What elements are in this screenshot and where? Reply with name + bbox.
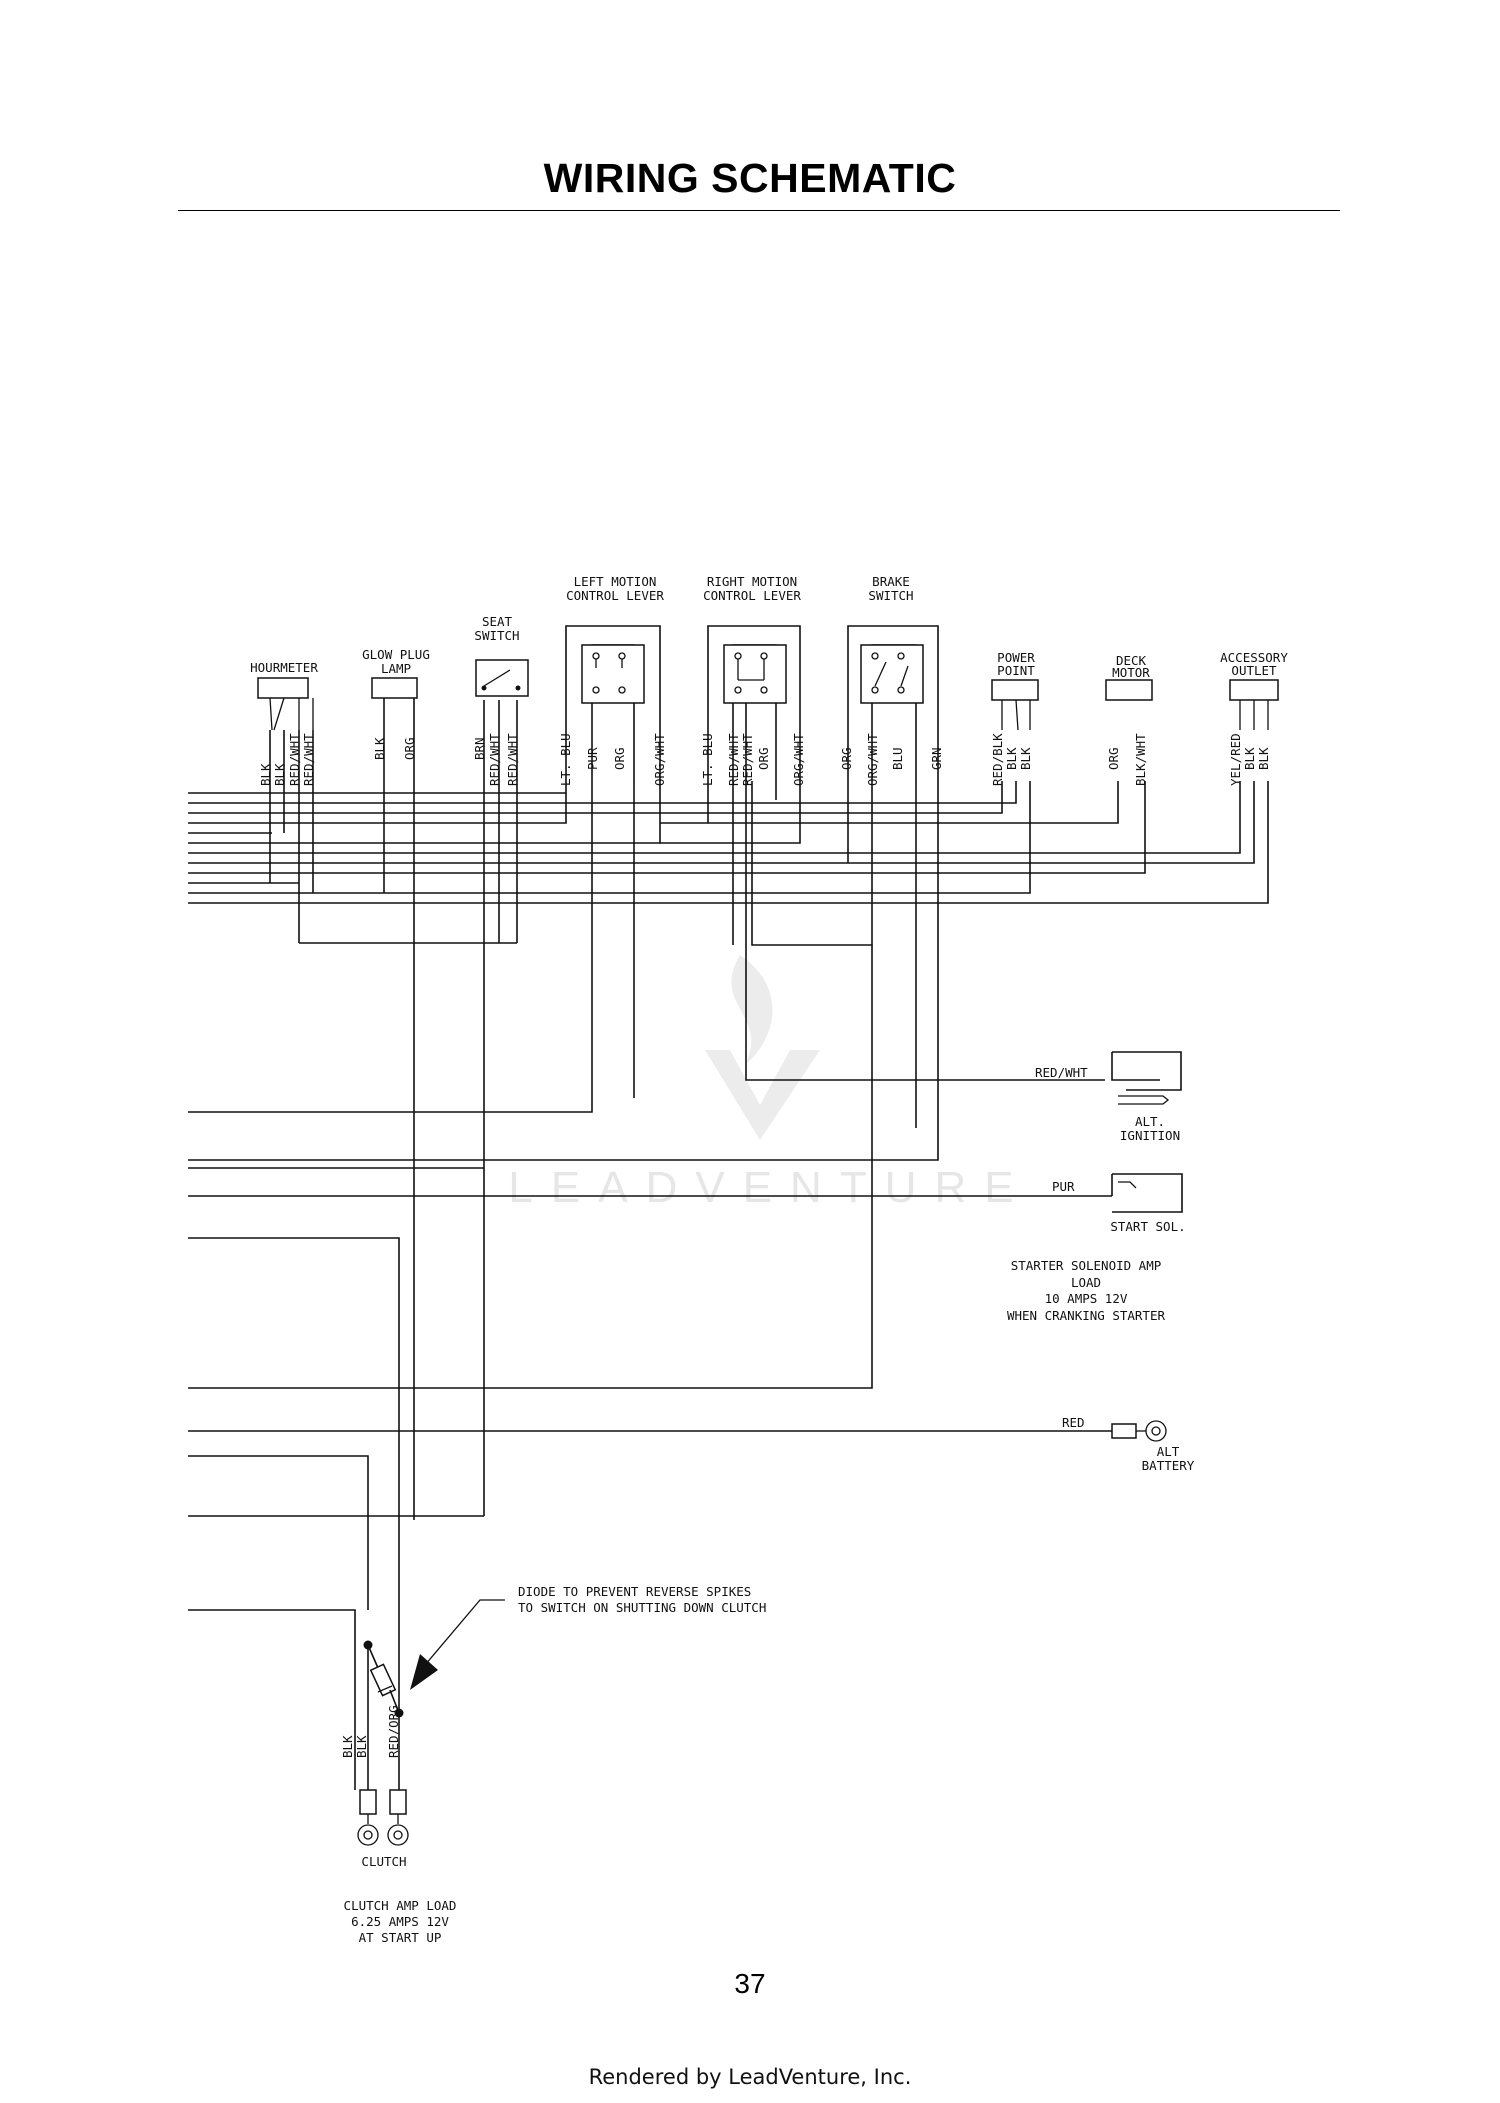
svg-text:ORG/WHT: ORG/WHT: [652, 733, 667, 786]
accessory-outlet-label-1: ACCESSORY: [1220, 650, 1288, 665]
svg-text:CLUTCH AMP LOAD: CLUTCH AMP LOAD: [344, 1898, 457, 1913]
svg-text:LOAD: LOAD: [1071, 1275, 1101, 1290]
brake-switch-box: [860, 644, 924, 704]
deck-motor-label-1: DECK: [1116, 653, 1147, 668]
glow-plug-wire-labels: BLK ORG: [372, 737, 417, 760]
glow-plug-lamp-label-1: GLOW PLUG: [362, 647, 430, 662]
alt-battery-connector: RED ALT BATTERY: [1062, 1415, 1195, 1473]
glow-plug-lamp-box: [371, 677, 418, 699]
svg-text:ORG: ORG: [756, 747, 771, 770]
svg-text:ORG: ORG: [839, 747, 854, 770]
deck-motor-label-2: MOTOR: [1112, 665, 1150, 680]
hourmeter-wire-labels: BLK BLK RED/WHT RED/WHT: [258, 733, 316, 786]
start-sol-wire-label: PUR: [1052, 1179, 1075, 1194]
page-title: WIRING SCHEMATIC: [543, 155, 957, 201]
brake-switch-label-1: BRAKE: [872, 574, 910, 589]
seat-switch-label-1: SEAT: [482, 614, 513, 629]
alt-ignition-wire-label: RED/WHT: [1035, 1065, 1088, 1080]
svg-text:YEL/RED: YEL/RED: [1228, 733, 1243, 786]
clutch-label: CLUTCH: [361, 1854, 406, 1869]
right-motion-label-1: RIGHT MOTION: [707, 574, 797, 589]
svg-text:RED/BLK: RED/BLK: [990, 733, 1005, 786]
clutch-amp-note: CLUTCH AMP LOAD 6.25 AMPS 12V AT START U…: [344, 1898, 457, 1945]
deck-motor-wire-labels: ORG BLK/WHT: [1106, 733, 1148, 786]
svg-text:TO SWITCH ON SHUTTING DOWN CLU: TO SWITCH ON SHUTTING DOWN CLUTCH: [518, 1600, 766, 1615]
svg-text:BLK: BLK: [1242, 747, 1257, 770]
clutch-connector: BLK BLK RED/ORG CLUTCH: [340, 1645, 409, 1869]
svg-text:RED/WHT: RED/WHT: [726, 733, 741, 786]
title-rule: [178, 210, 1340, 211]
left-motion-lever-box: [581, 644, 645, 704]
power-point-box: [991, 679, 1039, 701]
svg-text:WHEN CRANKING STARTER: WHEN CRANKING STARTER: [1007, 1308, 1166, 1323]
diode-note: DIODE TO PREVENT REVERSE SPIKES TO SWITC…: [518, 1584, 766, 1615]
power-point-label-1: POWER: [997, 650, 1035, 665]
alt-battery-label-2: BATTERY: [1142, 1458, 1195, 1473]
starter-solenoid-note: STARTER SOLENOID AMP LOAD 10 AMPS 12V WH…: [1007, 1258, 1166, 1323]
accessory-outlet-wire-labels: YEL/RED BLK BLK: [1228, 733, 1271, 786]
svg-text:GRN: GRN: [929, 747, 944, 770]
svg-text:LT. BLU: LT. BLU: [700, 733, 715, 786]
svg-text:BLK: BLK: [340, 1735, 355, 1758]
svg-text:PUR: PUR: [585, 747, 600, 770]
alt-battery-label-1: ALT: [1157, 1444, 1180, 1459]
diode: [363, 1640, 404, 1718]
start-solenoid-connector: START SOL. PUR: [1052, 1173, 1186, 1234]
svg-text:RED/WHT: RED/WHT: [740, 733, 755, 786]
svg-text:BLK: BLK: [1004, 747, 1019, 770]
watermark-text: LEADVENTURE: [508, 1163, 1032, 1212]
svg-text:ORG/WHT: ORG/WHT: [791, 733, 806, 786]
watermark-logo-icon: [705, 955, 820, 1140]
page-number: 37: [734, 1968, 766, 1999]
seat-switch-label-2: SWITCH: [474, 628, 519, 643]
alt-ignition-label-2: IGNITION: [1120, 1128, 1180, 1143]
hourmeter-label: HOURMETER: [250, 660, 318, 675]
svg-text:BLK: BLK: [354, 1735, 369, 1758]
svg-text:DIODE TO PREVENT REVERSE SPIKE: DIODE TO PREVENT REVERSE SPIKES: [518, 1584, 751, 1599]
svg-text:BLK: BLK: [1256, 747, 1271, 770]
svg-text:RED/ORG: RED/ORG: [386, 1705, 401, 1758]
svg-text:BLU: BLU: [890, 747, 905, 770]
left-motion-wire-labels: LT. BLU PUR ORG ORG/WHT: [558, 733, 667, 786]
svg-text:ORG: ORG: [612, 747, 627, 770]
svg-text:LT. BLU: LT. BLU: [558, 733, 573, 786]
right-motion-label-2: CONTROL LEVER: [703, 588, 801, 603]
left-motion-label-2: CONTROL LEVER: [566, 588, 664, 603]
brake-switch-wire-labels: ORG ORG/WHT BLU GRN: [839, 733, 944, 786]
alt-battery-wire-label: RED: [1062, 1415, 1085, 1430]
right-motion-wire-labels: LT. BLU RED/WHT RED/WHT ORG ORG/WHT: [700, 733, 806, 786]
svg-text:ORG: ORG: [1106, 747, 1121, 770]
footer-credit: Rendered by LeadVenture, Inc.: [588, 2065, 912, 2089]
svg-text:ORG/WHT: ORG/WHT: [865, 733, 880, 786]
hourmeter-box: [257, 677, 309, 699]
accessory-outlet-label-2: OUTLET: [1231, 663, 1277, 678]
svg-text:BLK/WHT: BLK/WHT: [1133, 733, 1148, 786]
seat-switch-box: [475, 659, 529, 697]
svg-text:6.25 AMPS 12V: 6.25 AMPS 12V: [351, 1914, 449, 1929]
right-motion-lever-box: [723, 644, 787, 704]
harness-wires: [188, 697, 1269, 1795]
power-point-wire-labels: RED/BLK BLK BLK: [990, 733, 1033, 786]
svg-text:10 AMPS 12V: 10 AMPS 12V: [1045, 1291, 1128, 1306]
diode-arrow: [410, 1599, 505, 1690]
alt-ignition-label-1: ALT.: [1135, 1114, 1165, 1129]
svg-text:STARTER SOLENOID AMP: STARTER SOLENOID AMP: [1011, 1258, 1162, 1273]
svg-text:AT START UP: AT START UP: [359, 1930, 442, 1945]
accessory-outlet-box: [1229, 679, 1279, 701]
brake-switch-label-2: SWITCH: [868, 588, 913, 603]
deck-motor-box: [1105, 679, 1153, 701]
left-motion-label-1: LEFT MOTION: [574, 574, 657, 589]
alt-ignition-connector: ALT. IGNITION RED/WHT: [1035, 1051, 1182, 1143]
svg-text:BLK: BLK: [1018, 747, 1033, 770]
seat-switch-wire-labels: BRN RED/WHT RED/WHT: [472, 733, 520, 786]
start-sol-label: START SOL.: [1110, 1219, 1185, 1234]
power-point-label-2: POINT: [997, 663, 1035, 678]
glow-plug-lamp-label-2: LAMP: [381, 661, 411, 676]
